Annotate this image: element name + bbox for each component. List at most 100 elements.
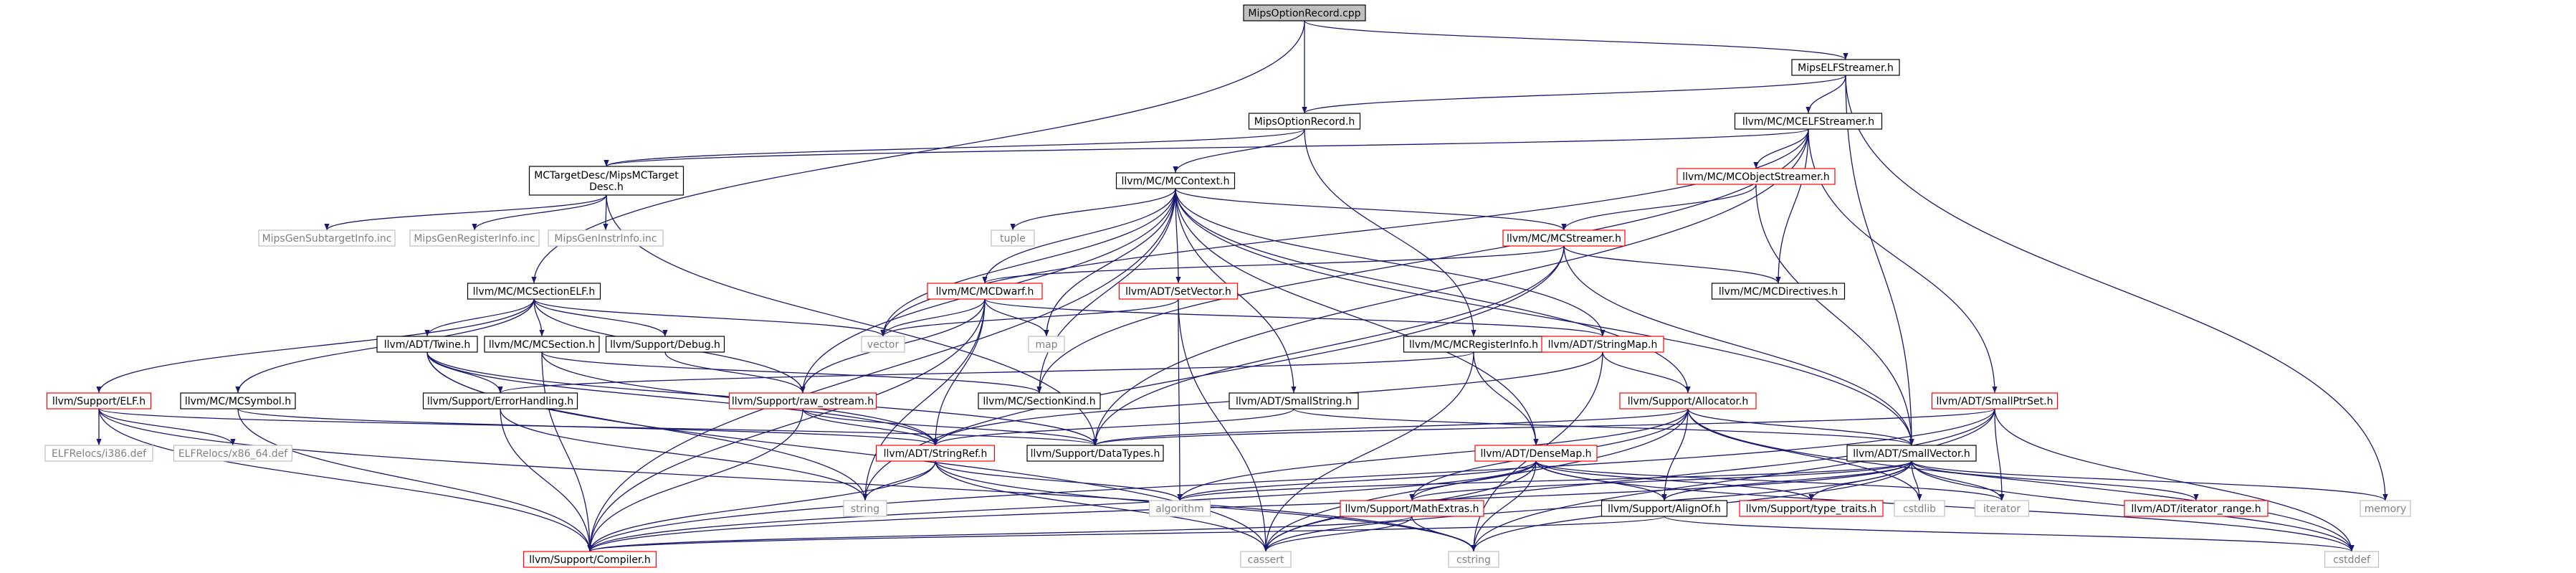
edge-llvm-mc-mccontext-h-to-llvm-mc-sectionkind-h [1036,188,1176,394]
node-elfrelocs-i386-def: ELFRelocs/i386.def [44,445,153,462]
edge-llvm-adt-densemap-h-to-llvm-support-compiler-h [587,460,1537,552]
node-llvm-support-alignof-h[interactable]: llvm/Support/AlignOf.h [1601,500,1728,517]
edge-llvm-support-allocator-h-to-algorithm [1177,408,1689,501]
node-box [1240,551,1292,568]
edge-llvm-adt-smallvector-h-to-llvm-support-mathextras-h [1409,460,1912,501]
node-llvm-adt-densemap-h[interactable]: llvm/ADT/DenseMap.h [1474,445,1598,462]
edge-mipsoptionrecord-h-to-llvm-mc-mcregisterinfo-h [1304,128,1477,337]
node-label: llvm/MC/MCSectionELF.h [473,286,596,298]
node-llvm-mc-mcsectionelf-h[interactable]: llvm/MC/MCSectionELF.h [467,283,601,300]
edge-mipselfstreamer-h-to-memory [1845,75,2388,501]
edge-llvm-mc-mcregisterinfo-h-to-cassert [1263,351,1474,552]
edge-llvm-adt-densemap-h-to-cstring [1471,460,1537,552]
edge-llvm-support-errorhandling-h-to-string [500,408,868,501]
node-llvm-mc-mcdirectives-h[interactable]: llvm/MC/MCDirectives.h [1711,283,1846,300]
node-llvm-adt-stringmap-h[interactable]: llvm/ADT/StringMap.h [1541,336,1664,353]
node-mipsoptionrecord-h[interactable]: MipsOptionRecord.h [1248,113,1361,130]
node-box [523,551,657,568]
node-llvm-adt-iterator-range-h[interactable]: llvm/ADT/iterator_range.h [2124,500,2269,517]
node-llvm-adt-twine-h[interactable]: llvm/ADT/Twine.h [376,336,478,353]
edge-llvm-adt-smallptrset-h-to-cstring [1471,408,1995,552]
node-llvm-support-allocator-h[interactable]: llvm/Support/Allocator.h [1619,392,1757,409]
node-map: map [1028,336,1065,353]
node-label: llvm/MC/MCELFStreamer.h [1742,116,1874,128]
edge-llvm-mc-mcregisterinfo-h-to-llvm-support-errorhandling-h [497,351,1474,394]
node-label: llvm/Support/type_traits.h [1746,503,1877,515]
edge-llvm-mc-mccontext-h-to-llvm-adt-densemap-h [1175,188,1539,446]
edge-llvm-mc-mccontext-h-to-llvm-mc-mcdwarf-h [982,188,1176,284]
node-box [991,229,1035,247]
node-llvm-support-type-traits-h[interactable]: llvm/Support/type_traits.h [1739,500,1884,517]
edge-llvm-mc-mcstreamer-h-to-llvm-adt-smallvector-h [1563,245,1914,446]
edge-llvm-support-elf-h-to-llvm-support-compiler-h [98,408,593,552]
node-label: ELFRelocs/i386.def [52,448,147,460]
node-llvm-support-debug-h[interactable]: llvm/Support/Debug.h [605,336,725,353]
node-box [927,283,1043,300]
edge-llvm-adt-densemap-h-to-llvm-support-type-traits-h [1535,460,1814,501]
node-llvm-mc-mcdwarf-h[interactable]: llvm/MC/MCDwarf.h [927,283,1043,300]
node-label: MipsOptionRecord.h [1254,116,1355,128]
node-label: map [1035,339,1057,351]
node-tuple: tuple [991,229,1035,247]
node-box [173,445,293,462]
edge-llvm-support-errorhandling-h-to-llvm-support-compiler-h [500,408,593,552]
edge-llvm-support-mathextras-h-to-llvm-support-compiler-h [587,516,1413,552]
node-label: llvm/MC/MCDirectives.h [1719,286,1838,298]
edge-llvm-mc-mccontext-h-to-vector [880,188,1176,337]
node-box [2360,500,2411,517]
node-llvm-adt-smallptrset-h[interactable]: llvm/ADT/SmallPtrSet.h [1931,392,2059,409]
node-elfrelocs-x86-64-def: ELFRelocs/x86_64.def [173,445,293,462]
edge-llvm-adt-smallvector-h-to-memory [1911,460,2388,501]
edge-llvm-adt-smallptrset-h-to-llvm-support-compiler-h [587,408,1995,552]
node-llvm-support-compiler-h[interactable]: llvm/Support/Compiler.h [523,551,657,568]
node-mipselfstreamer-h[interactable]: MipsELFStreamer.h [1791,59,1900,76]
edge-llvm-mc-mcsection-h-to-llvm-support-compiler-h [541,351,593,552]
node-llvm-adt-smallvector-h[interactable]: llvm/ADT/SmallVector.h [1846,445,1977,462]
edge-llvm-mc-mcobjectstreamer-h-to-llvm-mc-mcstreamer-h [1561,184,1757,231]
edge-llvm-support-allocator-h-to-llvm-support-alignof-h [1661,408,1689,501]
node-label: llvm/ADT/StringRef.h [884,448,988,460]
edge-llvm-adt-setvector-h-to-vector [880,298,1179,337]
node-llvm-support-raw-ostream-h[interactable]: llvm/Support/raw_ostream.h [728,392,877,409]
node-llvm-mc-mcstreamer-h[interactable]: llvm/MC/MCStreamer.h [1502,229,1626,247]
node-box [1791,59,1900,76]
edge-llvm-mc-mccontext-h-to-llvm-adt-smallvector-h [1175,188,1914,446]
node-label: algorithm [1155,503,1204,515]
node-llvm-mc-mcelfstreamer-h[interactable]: llvm/MC/MCELFStreamer.h [1734,113,1883,130]
node-label: cstddef [2333,554,2371,566]
edge-llvm-mc-mccontext-h-to-llvm-adt-stringmap-h [1175,188,1606,337]
node-llvm-support-mathextras-h[interactable]: llvm/Support/MathExtras.h [1340,500,1484,517]
node-llvm-support-elf-h[interactable]: llvm/Support/ELF.h [46,392,152,409]
edge-llvm-adt-smallvector-h-to-iterator [1911,460,2005,501]
node-llvm-adt-setvector-h[interactable]: llvm/ADT/SetVector.h [1118,283,1239,300]
node-llvm-mc-mcregisterinfo-h[interactable]: llvm/MC/MCRegisterInfo.h [1403,336,1545,353]
edge-llvm-support-raw-ostream-h-to-llvm-adt-stringref-h [802,408,938,446]
edge-mipselfstreamer-h-to-llvm-mc-mcelfstreamer-h [1805,75,1846,114]
node-label: llvm/Support/ELF.h [52,396,146,407]
edge-llvm-mc-mcdwarf-h-to-llvm-support-compiler-h [587,298,986,552]
edge-llvm-mc-mcsectionelf-h-to-vector [533,298,886,337]
node-box [409,229,540,247]
node-label: llvm/MC/MCContext.h [1121,176,1229,187]
node-label: llvm/ADT/SmallString.h [1236,396,1352,407]
node-llvm-adt-smallstring-h[interactable]: llvm/ADT/SmallString.h [1229,392,1359,409]
node-mipsoptionrecord-cpp[interactable]: MipsOptionRecord.cpp [1243,4,1366,22]
node-label: llvm/ADT/StringMap.h [1548,339,1658,351]
node-iterator: iterator [1974,500,2030,517]
node-llvm-mc-mcsymbol-h[interactable]: llvm/MC/MCSymbol.h [180,392,296,409]
node-llvm-mc-mcsection-h[interactable]: llvm/MC/MCSection.h [484,336,600,353]
node-llvm-mc-sectionkind-h[interactable]: llvm/MC/SectionKind.h [978,392,1101,409]
node-label: cstdlib [1903,503,1936,515]
node-llvm-mc-mcobjectstreamer-h[interactable]: llvm/MC/MCObjectStreamer.h [1676,168,1836,185]
node-llvm-mc-mccontext-h[interactable]: llvm/MC/MCContext.h [1115,172,1236,189]
node-llvm-support-datatypes-h[interactable]: llvm/Support/DataTypes.h [1026,445,1164,462]
edge-llvm-mc-mcstreamer-h-to-llvm-mc-mcdirectives-h [1563,245,1781,284]
node-label: llvm/MC/MCObjectStreamer.h [1682,171,1830,183]
node-label: cstring [1456,554,1491,566]
node-llvm-adt-stringref-h[interactable]: llvm/ADT/StringRef.h [875,445,996,462]
edge-mctargetdesc-mipsmctargetdesc-h-to-mipsgenregisterinfo-inc [472,194,607,231]
node-llvm-support-errorhandling-h[interactable]: llvm/Support/ErrorHandling.h [422,392,578,409]
node-label: llvm/ADT/SmallVector.h [1853,448,1970,460]
edge-llvm-mc-mccontext-h-to-map [1044,188,1176,337]
